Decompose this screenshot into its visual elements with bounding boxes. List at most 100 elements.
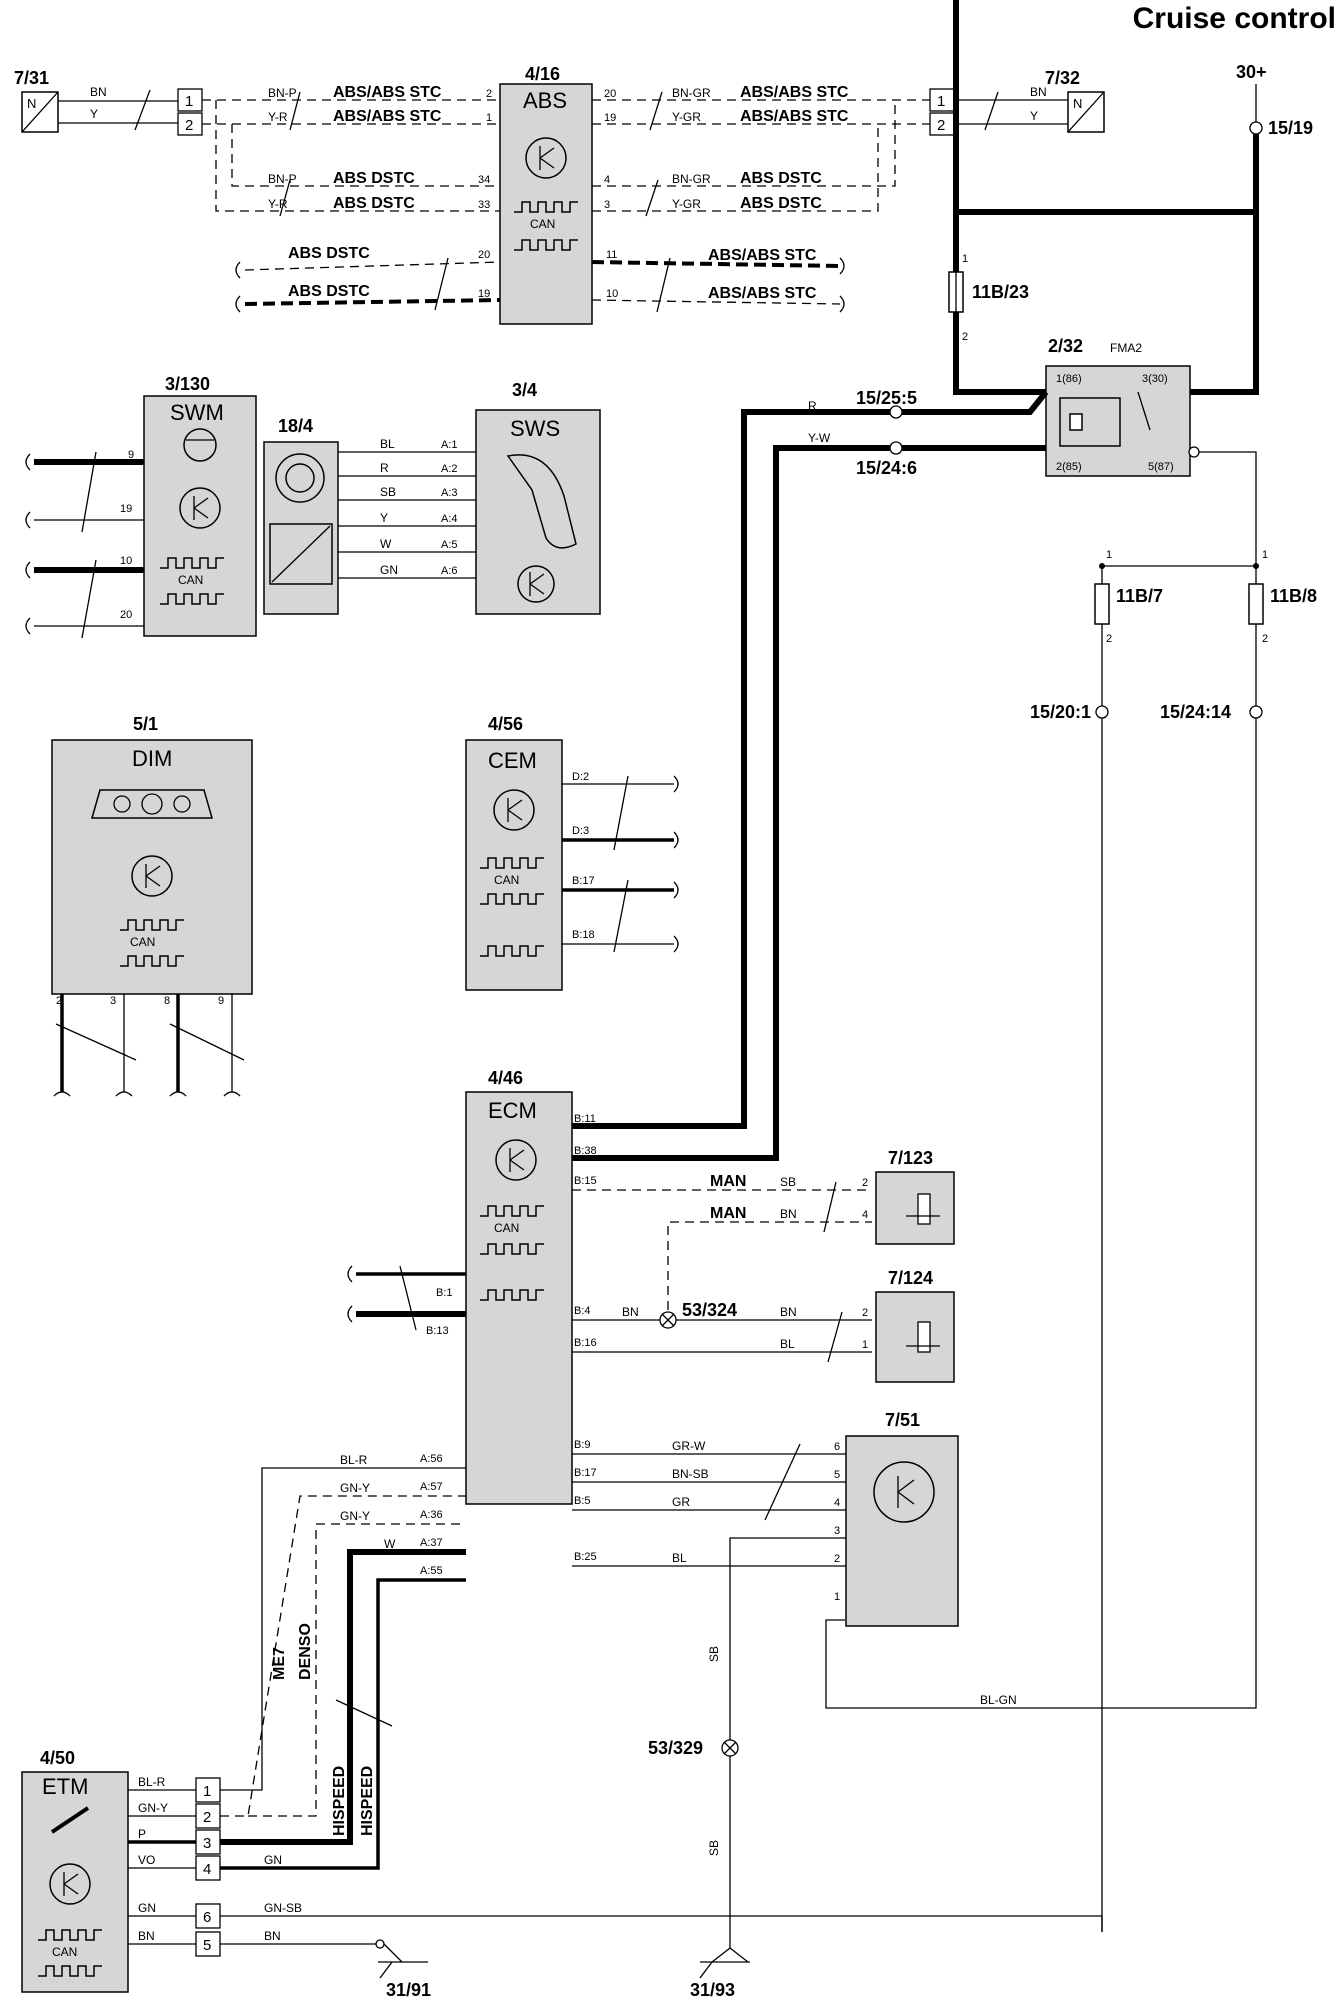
sws-module: SWS (475, 409, 601, 615)
wire-label: VO (138, 1853, 155, 1867)
module-name: DIM (132, 746, 172, 771)
sensor-7-32: N (1067, 91, 1105, 133)
cem-module: CEM CAN (465, 739, 563, 991)
fuse-label: 11B/8 (1270, 586, 1317, 606)
pin-label: 1 (185, 93, 193, 110)
wire-label: BN (264, 1929, 281, 1943)
can-label: CAN (52, 1945, 77, 1959)
bus-label: ABS DSTC (288, 245, 370, 262)
pin-label: A:2 (441, 463, 458, 475)
module-name: SWS (510, 416, 560, 441)
pin-label: 6 (203, 1909, 211, 1926)
relay-ref: 2/32 (1048, 336, 1083, 356)
ecm-ref: 4/46 (488, 1068, 523, 1088)
pin-label: 9 (128, 449, 134, 461)
can-label: CAN (130, 935, 155, 949)
relay-2-32: 1(86) 2(85) 3(30) 5(87) (1045, 365, 1191, 477)
pin-label: 1 (203, 1783, 211, 1800)
pin-label: 8 (164, 995, 170, 1007)
dim-wires (53, 994, 245, 1097)
pin-label: 2 (486, 88, 492, 100)
bus-label: ABS DSTC (333, 170, 415, 187)
pin-label: B:9 (574, 1439, 591, 1451)
can-label: CAN (178, 573, 203, 587)
connector-15-20-1 (1095, 705, 1109, 719)
bus-label: ABS DSTC (288, 283, 370, 300)
bus-label: MAN (710, 1205, 746, 1222)
connector-label: 15/24:6 (856, 458, 917, 478)
pin-label: B:13 (426, 1325, 449, 1337)
pin-label: 10 (606, 288, 618, 300)
wire-label: BN-P (268, 172, 297, 186)
pin-label: 3(30) (1142, 373, 1168, 385)
pin-label: 3 (110, 995, 116, 1007)
pin-label: B:17 (574, 1467, 597, 1479)
wire-label: GN (380, 563, 398, 577)
wire-label: BL-GN (980, 1693, 1017, 1707)
pin-label: B:17 (572, 875, 595, 887)
sensor-7-123 (875, 1171, 955, 1245)
wire-label: BN (138, 1929, 155, 1943)
diagram-title: Cruise control (1133, 2, 1336, 35)
dim-ref: 5/1 (133, 714, 158, 734)
connector-label: 15/20:1 (1030, 702, 1091, 722)
sensor-7-51 (845, 1435, 959, 1627)
swm-module: SWM CAN (143, 395, 257, 637)
fuse-label: 11B/7 (1116, 586, 1163, 606)
swm-ref: 3/130 (165, 374, 210, 394)
wire-label: Y (380, 511, 388, 525)
pin-label: A:37 (420, 1537, 443, 1549)
supply-label: 30+ (1236, 62, 1267, 82)
wire-label: GN-SB (264, 1901, 302, 1915)
fuse-11b-8 (1248, 583, 1264, 625)
ground-label: 31/91 (386, 1980, 431, 2000)
wire-label: Y (1030, 109, 1038, 123)
fuse-11b-23 (948, 271, 964, 313)
pin-label: 33 (478, 199, 490, 211)
clockspring-18-4 (263, 441, 339, 615)
pin-label: 1(86) (1056, 373, 1082, 385)
wire-label: BN-GR (672, 86, 711, 100)
pin-label: 9 (218, 995, 224, 1007)
pin-label: 20 (604, 88, 616, 100)
wire-label: R (380, 461, 389, 475)
pin-label: 3 (834, 1525, 840, 1537)
wire-label: SB (380, 485, 396, 499)
bus-label: ABS DSTC (740, 170, 822, 187)
etm-connector: 1 2 3 4 6 5 (195, 1777, 221, 1957)
pin-label: 19 (604, 112, 616, 124)
wire-label: GR (672, 1495, 690, 1509)
clockspring-wires (338, 451, 476, 579)
pin-label: 4 (203, 1861, 211, 1878)
sensor-7-51-ref: 7/51 (885, 1410, 920, 1430)
wire-label: R (808, 399, 817, 413)
wire-label: BL-R (340, 1453, 368, 1467)
wire-label: BL-R (138, 1775, 166, 1789)
module-name: SWM (170, 400, 224, 425)
module-name: ABS (523, 88, 567, 113)
wire-label: Y-GR (672, 110, 701, 124)
pin-label: B:18 (572, 929, 595, 941)
wire-label: GR-W (672, 1439, 706, 1453)
wire-label: BN-GR (672, 172, 711, 186)
wire-label: GN (264, 1853, 282, 1867)
bus-label: ABS/ABS STC (333, 84, 442, 101)
pin-label: A:3 (441, 487, 458, 499)
bus-label: ABS/ABS STC (708, 247, 817, 264)
dim-module: DIM CAN (51, 739, 253, 995)
wire-label: SB (707, 1840, 721, 1856)
clockspring-ref: 18/4 (278, 416, 313, 436)
pin-label: 2 (834, 1553, 840, 1565)
bus-label: ABS/ABS STC (740, 108, 849, 125)
pin-label: A:57 (420, 1481, 443, 1493)
connector-7-32: 1 2 (929, 88, 955, 136)
cem-ref: 4/56 (488, 714, 523, 734)
pin-label: 2 (937, 117, 945, 134)
sws-ref: 3/4 (512, 380, 537, 400)
wire-label: GN-Y (340, 1509, 370, 1523)
wire-label: Y-R (268, 110, 288, 124)
pin-label: 4 (834, 1497, 840, 1509)
pin-label: B:11 (574, 1113, 596, 1125)
pin-label: B:38 (574, 1145, 597, 1157)
pin-label: A:4 (441, 513, 458, 525)
